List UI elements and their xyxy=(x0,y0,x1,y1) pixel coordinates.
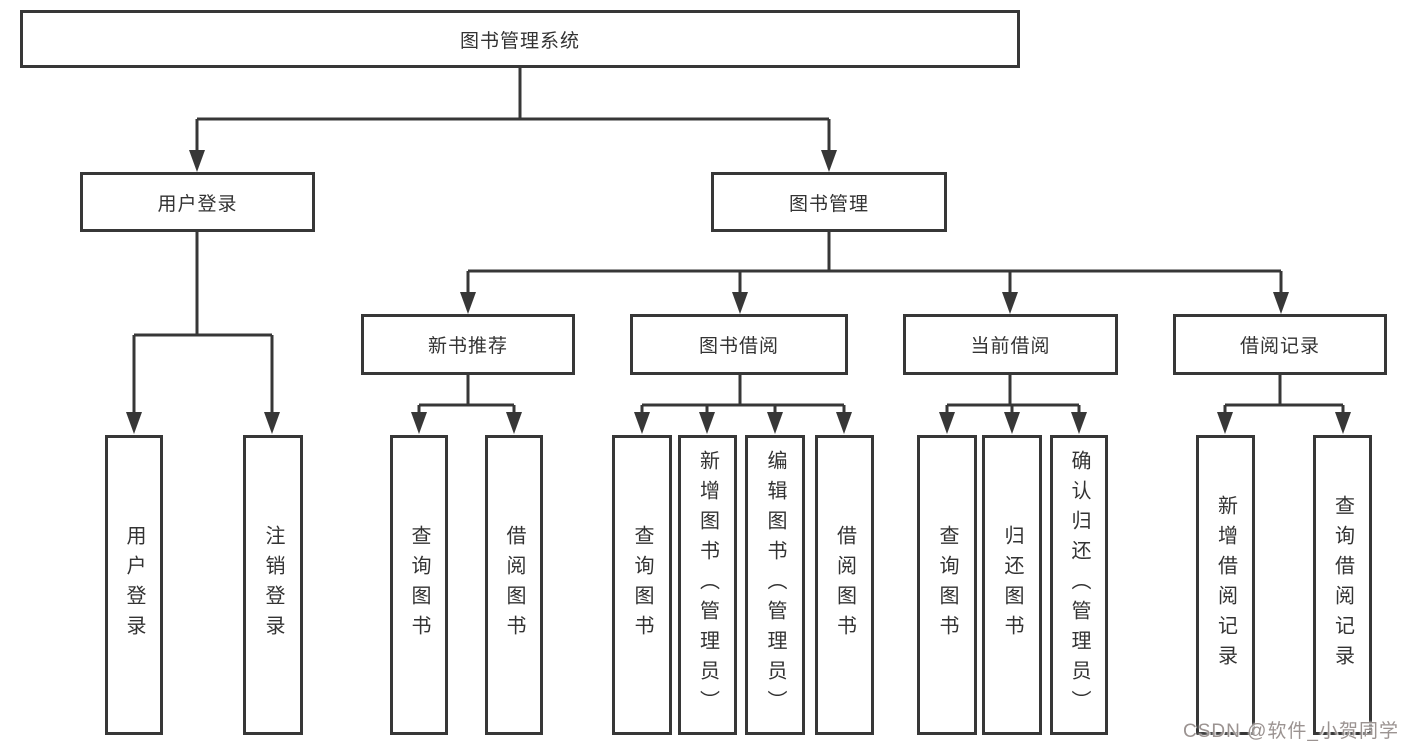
node-label: 借阅图书 xyxy=(833,525,856,645)
node-label: 新增图书（管理员） xyxy=(696,450,719,720)
connector-current-to-leaves xyxy=(939,375,1087,434)
node-label: 新书推荐 xyxy=(427,336,508,357)
node-label: 查询图书 xyxy=(631,525,653,645)
node-book-management-system: 图书管理系统 xyxy=(20,10,1020,68)
leaf-query-books-current: 查询图书 xyxy=(917,435,977,735)
leaf-confirm-return-admin: 确认归还（管理员） xyxy=(1050,435,1108,735)
node-label: 用户登录 xyxy=(157,193,238,215)
leaf-edit-books-admin: 编辑图书（管理员） xyxy=(745,435,805,735)
leaf-add-borrow-record: 新增借阅记录 xyxy=(1196,435,1255,735)
node-label: 图书管理 xyxy=(788,193,869,215)
node-label: 新增借阅记录 xyxy=(1214,495,1237,675)
leaf-query-books-borrowing: 查询图书 xyxy=(612,435,672,735)
connector-userlogin-to-leaves xyxy=(126,232,280,434)
node-label: 查询图书 xyxy=(936,525,958,645)
connector-newbooks-to-leaves xyxy=(411,375,522,434)
csdn-watermark: CSDN @软件_小贺同学 xyxy=(1183,721,1399,742)
leaf-borrow-books: 借阅图书 xyxy=(815,435,874,735)
node-book-borrowing: 图书借阅 xyxy=(630,314,848,375)
connector-borrowing-to-leaves xyxy=(634,375,852,434)
node-label: 图书管理系统 xyxy=(459,30,580,52)
leaf-logout: 注销登录 xyxy=(243,435,303,735)
node-borrowing-records: 借阅记录 xyxy=(1173,314,1387,375)
node-label: 借阅图书 xyxy=(503,525,525,645)
leaf-user-login: 用户登录 xyxy=(105,435,163,735)
leaf-query-books-recommend: 查询图书 xyxy=(390,435,448,735)
node-label: 编辑图书（管理员） xyxy=(764,450,786,720)
node-label: 图书借阅 xyxy=(698,336,779,357)
node-label: 查询借阅记录 xyxy=(1331,495,1354,675)
connector-records-to-leaves xyxy=(1217,375,1351,434)
leaf-return-books: 归还图书 xyxy=(982,435,1042,735)
node-label: 当前借阅 xyxy=(970,336,1051,357)
leaf-add-books-admin: 新增图书（管理员） xyxy=(678,435,737,735)
node-label: 借阅记录 xyxy=(1239,336,1320,357)
node-new-book-recommend: 新书推荐 xyxy=(361,314,575,375)
leaf-query-borrow-record: 查询借阅记录 xyxy=(1313,435,1372,735)
node-label: 用户登录 xyxy=(123,525,145,645)
leaf-borrow-books-recommend: 借阅图书 xyxy=(485,435,543,735)
node-label: 注销登录 xyxy=(262,525,284,645)
node-label: 查询图书 xyxy=(408,525,430,645)
node-user-login: 用户登录 xyxy=(80,172,315,232)
connector-bookmgmt-to-level3 xyxy=(460,232,1289,314)
connector-root-to-level2 xyxy=(189,68,837,172)
node-label: 归还图书 xyxy=(1001,525,1023,645)
node-current-borrowing: 当前借阅 xyxy=(903,314,1118,375)
node-label: 确认归还（管理员） xyxy=(1068,450,1090,720)
node-book-management: 图书管理 xyxy=(711,172,947,232)
